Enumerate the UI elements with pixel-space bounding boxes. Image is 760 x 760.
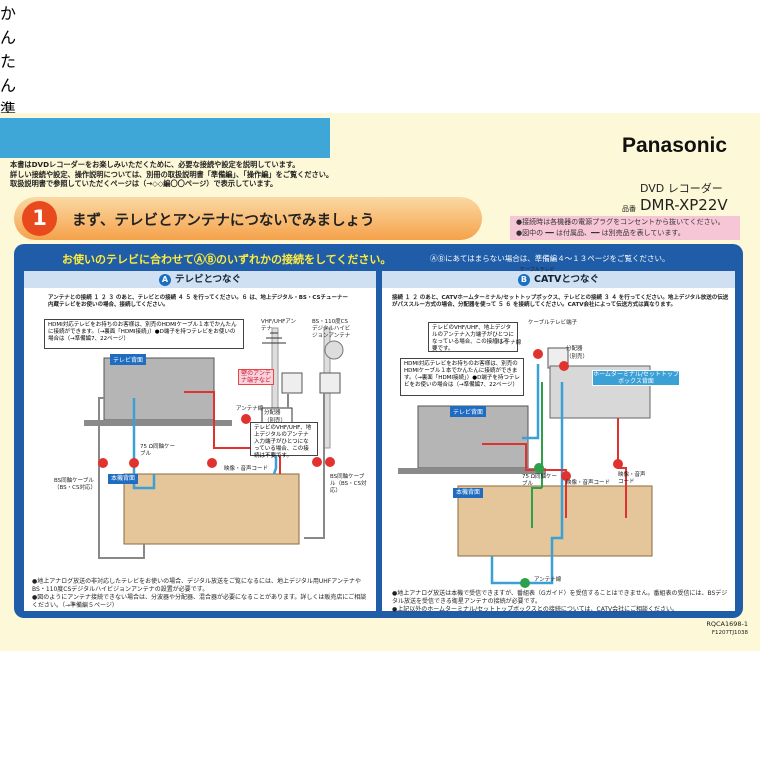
wall-terminal	[281, 372, 303, 394]
title-char: か	[0, 4, 17, 23]
antenna-wire-label: アンテナ線	[236, 406, 264, 412]
footnote: ●地上アナログ放送は本機で受信できますが、番組表（Gガイド）を受信することはでき…	[392, 590, 728, 605]
intro-line: 取扱説明書で参照していただくページは（→◇◇編〇〇ページ）で表示しています。	[10, 179, 278, 189]
marker-6	[520, 578, 530, 588]
footnote: ●図のようにアンテナ接続できない場合は、分波器や分配器、混合器が必要になることが…	[32, 594, 367, 609]
bs-dish-icon	[324, 340, 344, 360]
panel-a-footnotes: ●地上アナログ放送の非対応したテレビをお使いの場合、デジタル放送をご覧になるには…	[32, 578, 372, 610]
brand-logo: Panasonic	[622, 134, 728, 157]
tv-antenna-line	[132, 398, 156, 490]
stb-rear-label: ホームターミナル/セットトップボックス背面	[592, 370, 680, 386]
bs-cable-label-right: BS同軸ケーブル（BS・CS対応）	[330, 474, 367, 494]
notice-box: ●接続時は各機器の電源プラグをコンセントから抜いてください。 ●図中の ━━ は…	[510, 216, 740, 240]
av-cord-line	[482, 443, 567, 518]
recorder-rear-label: 本機背面	[453, 488, 484, 498]
marker-4	[207, 458, 217, 468]
antenna-wire-label-bottom: アンテナ線	[534, 577, 562, 583]
marker-1	[241, 414, 251, 424]
splitter-sub: （別売）	[264, 418, 287, 424]
step-heading: まず、テレビとアンテナにつないでみましょう	[72, 213, 375, 229]
marker-5	[129, 458, 139, 468]
panel-a-hdmi-note: HDMI対応テレビをお持ちのお客様は、別売のHDMIケーブル１本でかんたんに接続…	[44, 319, 244, 349]
coax-cable-label: 75 Ω同軸ケーブル	[140, 444, 175, 457]
catv-terminal-label: ケーブルテレビ端子	[528, 320, 578, 326]
av-cord-line	[184, 391, 281, 474]
intro-text: 本書はDVDレコーダーをお楽しみいただくために、必要な接続や設定を説明しています…	[10, 160, 410, 189]
panel-a-badge: A	[158, 274, 171, 286]
panel-b-instruction: 接続 １ ２ のあと、CATVホームターミナル/セットトップボックス、テレビとの…	[392, 295, 729, 308]
av-cord-label-2: 映像・音声コード	[618, 472, 646, 485]
guide-heading: お使いのテレビに合わせてⒶⒷのいずれかの接続をしてください。	[62, 253, 392, 266]
tv-stand	[398, 468, 546, 474]
tv-rear	[103, 357, 215, 421]
bs-wall-terminal	[319, 372, 341, 394]
uhf-antenna-icon	[262, 332, 286, 344]
print-code: F1207TJ1038	[711, 630, 748, 636]
splitter-sub: （別売）	[566, 354, 589, 360]
splitter-label: 分配器	[566, 346, 583, 352]
doc-code: RQCA1698-1	[706, 620, 748, 628]
marker-5	[534, 463, 544, 473]
panel-b-title-ruby: ケーブルテレビ	[520, 267, 555, 273]
uhf-antenna-label: VHF/UHFアンテナ	[261, 319, 297, 332]
intro-line: 本書はDVDレコーダーをお楽しみいただくために、必要な接続や設定を説明しています…	[10, 160, 300, 169]
notice-line: ●図中の ━━ は付属品、━━ は別売品を表しています。	[516, 229, 685, 237]
bs-cable-label: BS同軸ケーブル（BS・CS対応）	[54, 478, 96, 491]
panel-a-instruction: アンテナとの接続 １ ２ ３ のあと、テレビとの接続 ４ ５ を行ってください。…	[48, 295, 348, 308]
av-cord-label: 映像・音声コード	[224, 466, 269, 472]
marker-2	[312, 457, 322, 467]
tv-rear-label: テレビ背面	[110, 354, 147, 365]
footnote: ●地上アナログ放送の非対応したテレビをお使いの場合、デジタル放送をご覧になるには…	[32, 578, 361, 593]
guide-note: ⒶⒷにあてはまらない場合は、準備編４～１３ページをご覧ください。	[430, 254, 670, 263]
wall-terminal-label: 壁のアンテナ端子など	[238, 369, 274, 385]
notice-line: ●接続時は各機器の電源プラグをコンセントから抜いてください。	[516, 218, 725, 226]
panel-a-diagram	[84, 327, 344, 559]
stb-av-line	[617, 418, 627, 518]
title-char: ん	[0, 76, 17, 95]
panel-b-title: CATVとつなぐ	[533, 274, 600, 285]
panel-b-diagram	[398, 347, 653, 588]
step-banner	[14, 197, 482, 240]
recorder-rear-label: 本機背面	[108, 474, 139, 484]
marker-3	[325, 457, 335, 467]
bs-tv-line	[98, 397, 145, 559]
panel-b-vhf-note: テレビのVHF/UHF、地上デジタルのアンテナ入力端子がひとつになっている場合、…	[428, 322, 518, 352]
tv-vhf-note: テレビのVHF/UHF、地上デジタルのアンテナ入力端子がひとつになっている場合、…	[250, 422, 318, 459]
antenna-wire-label: アンテナ線	[494, 340, 522, 346]
title-char: た	[0, 52, 17, 71]
panel-b-hdmi-note: HDMI対応テレビをお持ちのお客様は、別売のHDMIケーブル１本でかんたんに接続…	[400, 358, 524, 396]
coax-cable-line	[490, 382, 564, 585]
av-cord-label: 映像・音声コード	[566, 480, 611, 486]
coax-cable-label: 75 Ω同軸ケーブル	[522, 474, 557, 487]
intro-line: 詳しい接続や設定、操作説明については、別冊の取扱説明書「準備編」、「操作編」をご…	[10, 169, 334, 179]
splitter-label: 分配器	[264, 410, 281, 416]
marker-6	[98, 458, 108, 468]
marker-4	[561, 471, 571, 481]
panel-b-badge: B	[517, 274, 530, 286]
model-prefix: 品番	[622, 205, 636, 213]
step-number: 1	[22, 201, 57, 236]
marker-3	[613, 459, 623, 469]
panel-b-footnotes: ●地上アナログ放送は本機で受信できますが、番組表（Gガイド）を受信することはでき…	[392, 590, 732, 614]
footnote: ●上記以外のホームターミナル/セットトップボックスとの接続については、CATV会…	[392, 606, 679, 613]
panel-a-title: テレビとつなぐ	[174, 274, 242, 285]
marker-1	[533, 349, 543, 359]
bs-antenna-label: BS・110度CSデジタルハイビジョンアンテナ	[312, 319, 351, 339]
recorder-rear	[457, 485, 653, 557]
marker-2	[559, 361, 569, 371]
tv-antenna-line	[522, 364, 540, 440]
product-type: DVD レコーダー	[640, 182, 723, 195]
recorder-rear	[123, 473, 300, 545]
tv-stand	[84, 420, 232, 426]
title-band	[0, 118, 330, 158]
tv-rear-label: テレビ背面	[450, 406, 487, 417]
model-number: DMR-XP22V	[640, 196, 728, 214]
title-char: ん	[0, 28, 17, 47]
bs-cable-line	[287, 394, 325, 539]
